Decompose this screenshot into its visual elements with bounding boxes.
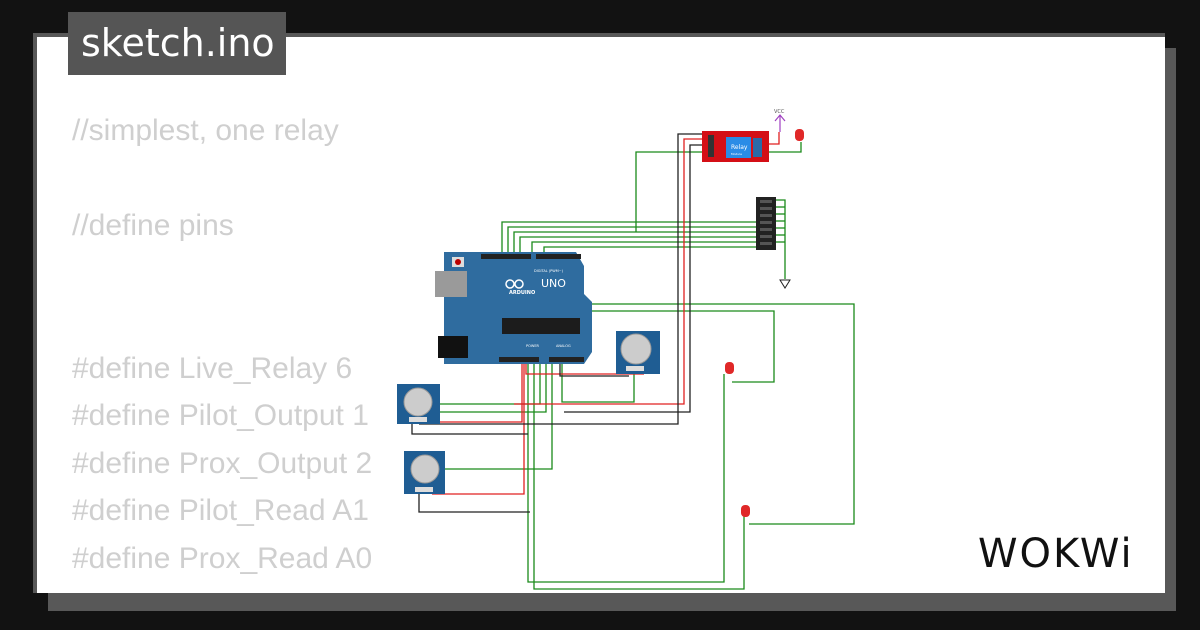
power-label: POWER	[526, 344, 540, 348]
code-line: #define Prox_Output 2	[72, 446, 373, 480]
vcc-label: VCC	[774, 109, 785, 115]
ground-symbol	[779, 279, 791, 289]
analog-label: ANALOG	[556, 344, 571, 348]
arduino-uno-board[interactable]: UNO ARDUINO DIGITAL (PWM~) POWER ANALOG	[435, 252, 592, 364]
wokwi-logo: WOKWi	[978, 531, 1134, 577]
code-preview: //simplest, one relay //define pins #def…	[72, 107, 372, 582]
led-bar-graph[interactable]	[756, 197, 776, 250]
potentiometer[interactable]	[404, 451, 445, 494]
file-tab[interactable]: sketch.ino	[68, 12, 286, 75]
code-line: //simplest, one relay	[72, 114, 339, 147]
digital-label: DIGITAL (PWM~)	[534, 269, 564, 273]
relay-label: Relay	[731, 144, 748, 151]
led-red[interactable]	[725, 362, 734, 374]
preview-card: UNO ARDUINO DIGITAL (PWM~) POWER ANALOG …	[33, 33, 1165, 593]
relay-sublabel: Module	[731, 152, 742, 156]
code-line: #define Pilot_Read A1	[72, 494, 369, 527]
code-line: #define Pilot_Output 1	[72, 399, 369, 432]
relay-module[interactable]: Relay Module	[702, 131, 769, 162]
code-line: #define Prox_Read A0	[72, 541, 373, 575]
code-line: #define Live_Relay 6	[72, 351, 353, 385]
code-line: //define pins	[72, 209, 234, 242]
led-red[interactable]	[741, 505, 750, 517]
board-brand-label: ARDUINO	[509, 290, 535, 296]
svg-text:WOKWi: WOKWi	[978, 531, 1134, 577]
potentiometer[interactable]	[616, 331, 660, 374]
potentiometer[interactable]	[397, 384, 440, 424]
circuit-diagram: UNO ARDUINO DIGITAL (PWM~) POWER ANALOG …	[397, 109, 855, 590]
led-red[interactable]	[795, 129, 804, 141]
vcc-symbol: VCC	[774, 109, 786, 132]
board-model-label: UNO	[541, 277, 566, 290]
